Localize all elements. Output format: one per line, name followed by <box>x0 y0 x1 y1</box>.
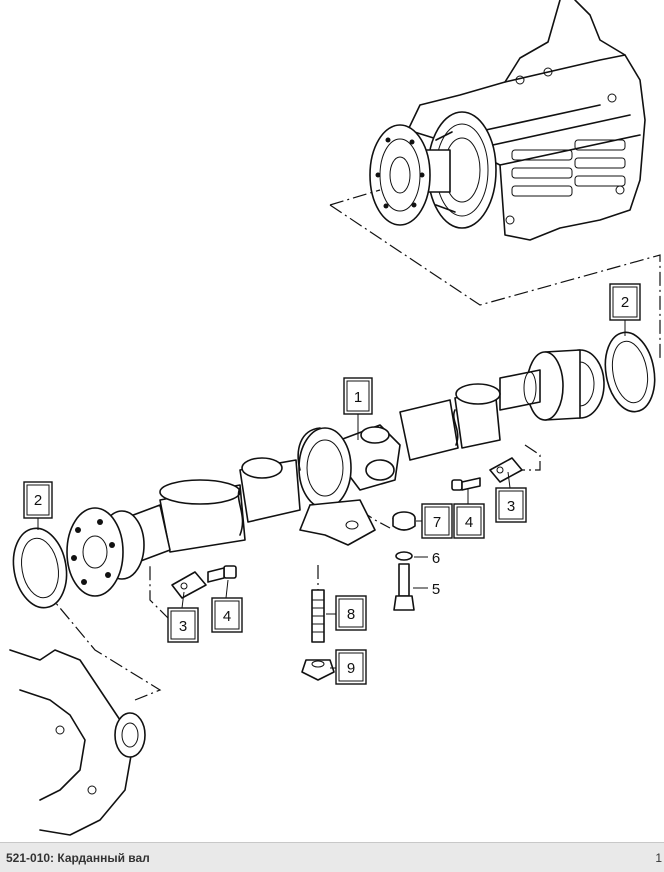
callout-2-left: 2 <box>23 481 53 519</box>
callout-4-right: 4 <box>453 503 485 539</box>
clamp-plate-left <box>171 571 207 599</box>
callout-6: 6 <box>432 550 440 567</box>
callout-3-right: 3 <box>495 487 527 523</box>
callout-2-left-label: 2 <box>34 492 42 509</box>
callout-7: 7 <box>421 503 453 539</box>
callout-6-label: 6 <box>432 550 440 567</box>
callout-4-left: 4 <box>211 597 243 633</box>
callout-7-label: 7 <box>433 514 441 531</box>
callout-8-label: 8 <box>347 606 355 623</box>
final-drive-drawing <box>9 649 146 836</box>
stud <box>311 589 325 643</box>
bracket-bolt <box>393 563 415 611</box>
nut <box>301 659 335 681</box>
gasket-left <box>12 527 68 609</box>
footer-bar: 521-010: Карданный вал 1 <box>0 842 664 872</box>
callout-9: 9 <box>335 649 367 685</box>
callout-8: 8 <box>335 595 367 631</box>
gasket-right <box>604 331 656 413</box>
propeller-shaft-exploded-diagram: 1 2 2 3 3 4 4 5 6 7 <box>9 0 661 836</box>
callout-4-left-label: 4 <box>223 608 231 625</box>
callout-5-label: 5 <box>432 581 440 598</box>
callout-1: 1 <box>343 377 373 415</box>
callout-1-label: 1 <box>354 389 362 406</box>
bolt-left <box>207 565 237 583</box>
callout-3-left-label: 3 <box>179 618 187 635</box>
washer <box>395 551 413 561</box>
diagram-caption: 521-010: Карданный вал <box>6 851 150 865</box>
footer-mark: 1 <box>655 851 662 865</box>
centre-lines <box>44 189 661 701</box>
clamp-plate-right <box>489 457 523 483</box>
gearbox-drawing <box>369 0 646 241</box>
callout-4-right-label: 4 <box>465 514 473 531</box>
bolt-right <box>451 477 481 491</box>
propeller-shaft <box>66 349 605 597</box>
callout-9-label: 9 <box>347 660 355 677</box>
callout-3-left: 3 <box>167 607 199 643</box>
callout-2-right: 2 <box>609 283 641 321</box>
callout-2-right-label: 2 <box>621 294 629 311</box>
rubber-bushing <box>392 511 416 531</box>
callout-3-right-label: 3 <box>507 498 515 515</box>
callout-5: 5 <box>432 581 440 598</box>
